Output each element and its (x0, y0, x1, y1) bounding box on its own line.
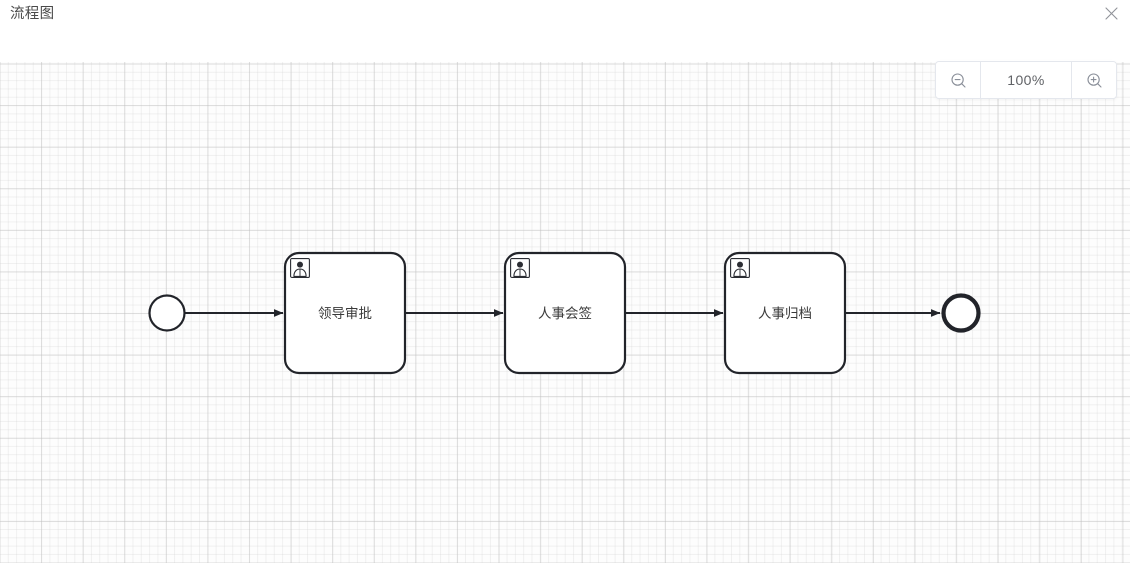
task-label: 人事会签 (538, 305, 592, 321)
toolbar-divider (980, 62, 981, 98)
task-node-1[interactable]: 领导审批 (283, 251, 407, 375)
end-event[interactable] (941, 293, 981, 333)
dialog-header: 流程图 (0, 0, 1130, 62)
page-title: 流程图 (10, 6, 55, 22)
start-event[interactable] (148, 294, 186, 332)
toolbar-divider (1071, 62, 1072, 98)
task-node-2[interactable]: 人事会签 (503, 251, 627, 375)
task-label: 人事归档 (758, 305, 812, 321)
diagram-canvas[interactable]: 领导审批 人事会签 人事归档 (0, 62, 1130, 563)
task-label: 领导审批 (318, 306, 372, 321)
zoom-in-icon (1086, 72, 1102, 88)
zoom-level-display[interactable]: 100% (1007, 72, 1045, 88)
task-node-3[interactable]: 人事归档 (723, 251, 847, 375)
user-task-icon (510, 258, 530, 278)
zoom-out-icon (950, 72, 966, 88)
user-task-icon (730, 258, 750, 278)
user-task-icon (290, 258, 310, 278)
zoom-in-button[interactable] (1072, 62, 1116, 98)
zoom-out-button[interactable] (936, 62, 980, 98)
close-icon[interactable] (1100, 2, 1122, 24)
flowchart-svg: 领导审批 人事会签 人事归档 (148, 251, 981, 375)
zoom-toolbar: 100% (935, 61, 1117, 99)
